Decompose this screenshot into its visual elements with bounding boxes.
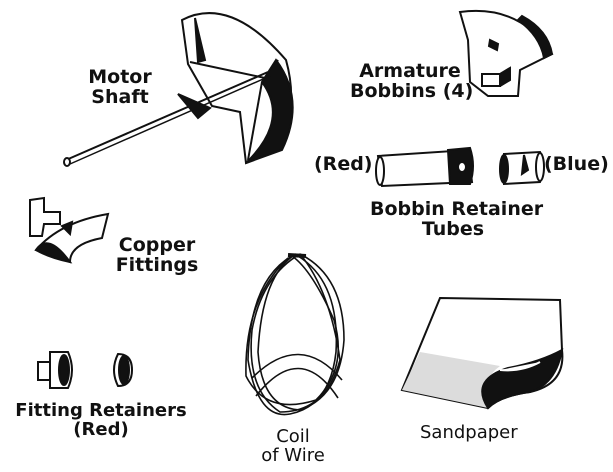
bobbin-retainer-tubes-label-line-2: Tubes — [370, 220, 536, 240]
bobbin-tube-blue-icon — [500, 152, 544, 184]
copper-fittings-label-line-2: Fittings — [110, 256, 204, 276]
sandpaper-icon — [402, 298, 562, 408]
fitting-retainers-label-line-2: (Red) — [2, 421, 200, 440]
copper-fittings-label: Copper Fittings — [110, 236, 204, 276]
copper-fitting-icon — [30, 198, 108, 262]
sandpaper-label: Sandpaper — [420, 424, 518, 443]
coil-of-wire-icon — [246, 254, 344, 415]
fitting-retainers-label: Fitting Retainers (Red) — [2, 402, 200, 440]
motor-shaft-label: Motor Shaft — [74, 68, 166, 108]
armature-bobbin-icon — [460, 11, 552, 96]
coil-of-wire-label-line-2: of Wire — [248, 447, 338, 466]
motor-shaft-label-line-2: Shaft — [74, 88, 166, 108]
motor-shaft-label-line-1: Motor — [74, 68, 166, 88]
bobbin-retainer-tubes-label: Bobbin Retainer Tubes — [370, 200, 536, 240]
blue-tube-tag: (Blue) — [544, 155, 609, 175]
armature-bobbins-label-line-2: Bobbins (4) — [350, 82, 470, 102]
bobbin-tube-red-icon — [376, 148, 473, 186]
bobbin-retainer-tubes-label-line-1: Bobbin Retainer — [370, 200, 536, 220]
fitting-retainer-icon — [38, 352, 132, 388]
coil-of-wire-label: Coil of Wire — [248, 428, 338, 466]
red-tube-tag: (Red) — [314, 155, 372, 175]
armature-bobbins-label-line-1: Armature — [350, 62, 470, 82]
armature-bobbins-label: Armature Bobbins (4) — [350, 62, 470, 102]
copper-fittings-label-line-1: Copper — [110, 236, 204, 256]
